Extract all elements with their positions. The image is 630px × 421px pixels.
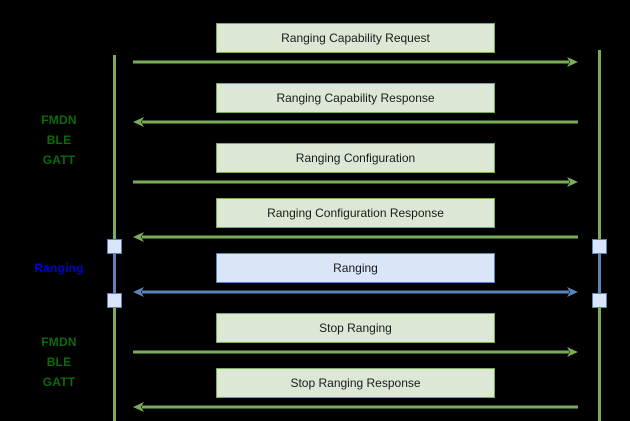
message-arrow-stop-ranging <box>133 346 578 358</box>
right-lifeline <box>598 50 601 421</box>
left-lifeline <box>113 55 116 421</box>
activation-handle-right-end <box>592 293 607 308</box>
message-arrow-ranging-configuration-response <box>133 231 578 243</box>
activation-handle-right-start <box>592 239 607 254</box>
message-arrow-ranging <box>133 286 578 298</box>
message-box-ranging-capability-request: Ranging Capability Request <box>216 23 495 53</box>
activation-bar-left <box>113 246 116 300</box>
activation-handle-left-start <box>107 239 122 254</box>
message-arrow-ranging-capability-request <box>133 56 578 68</box>
message-arrow-ranging-configuration <box>133 176 578 188</box>
message-box-ranging: Ranging <box>216 253 495 283</box>
message-arrow-ranging-capability-response <box>133 116 578 128</box>
phase-label-fmdn-ble-gatt-top: FMDN BLE GATT <box>41 113 77 167</box>
message-box-ranging-configuration: Ranging Configuration <box>216 143 495 173</box>
message-box-ranging-configuration-response: Ranging Configuration Response <box>216 198 495 228</box>
phase-label-ranging: Ranging <box>34 261 84 275</box>
message-box-stop-ranging: Stop Ranging <box>216 313 495 343</box>
message-box-ranging-capability-response: Ranging Capability Response <box>216 83 495 113</box>
message-arrow-stop-ranging-response <box>133 401 578 413</box>
activation-bar-right <box>598 246 601 300</box>
activation-handle-left-end <box>107 293 122 308</box>
message-box-stop-ranging-response: Stop Ranging Response <box>216 368 495 398</box>
phase-label-fmdn-ble-gatt-bottom: FMDN BLE GATT <box>41 335 77 389</box>
